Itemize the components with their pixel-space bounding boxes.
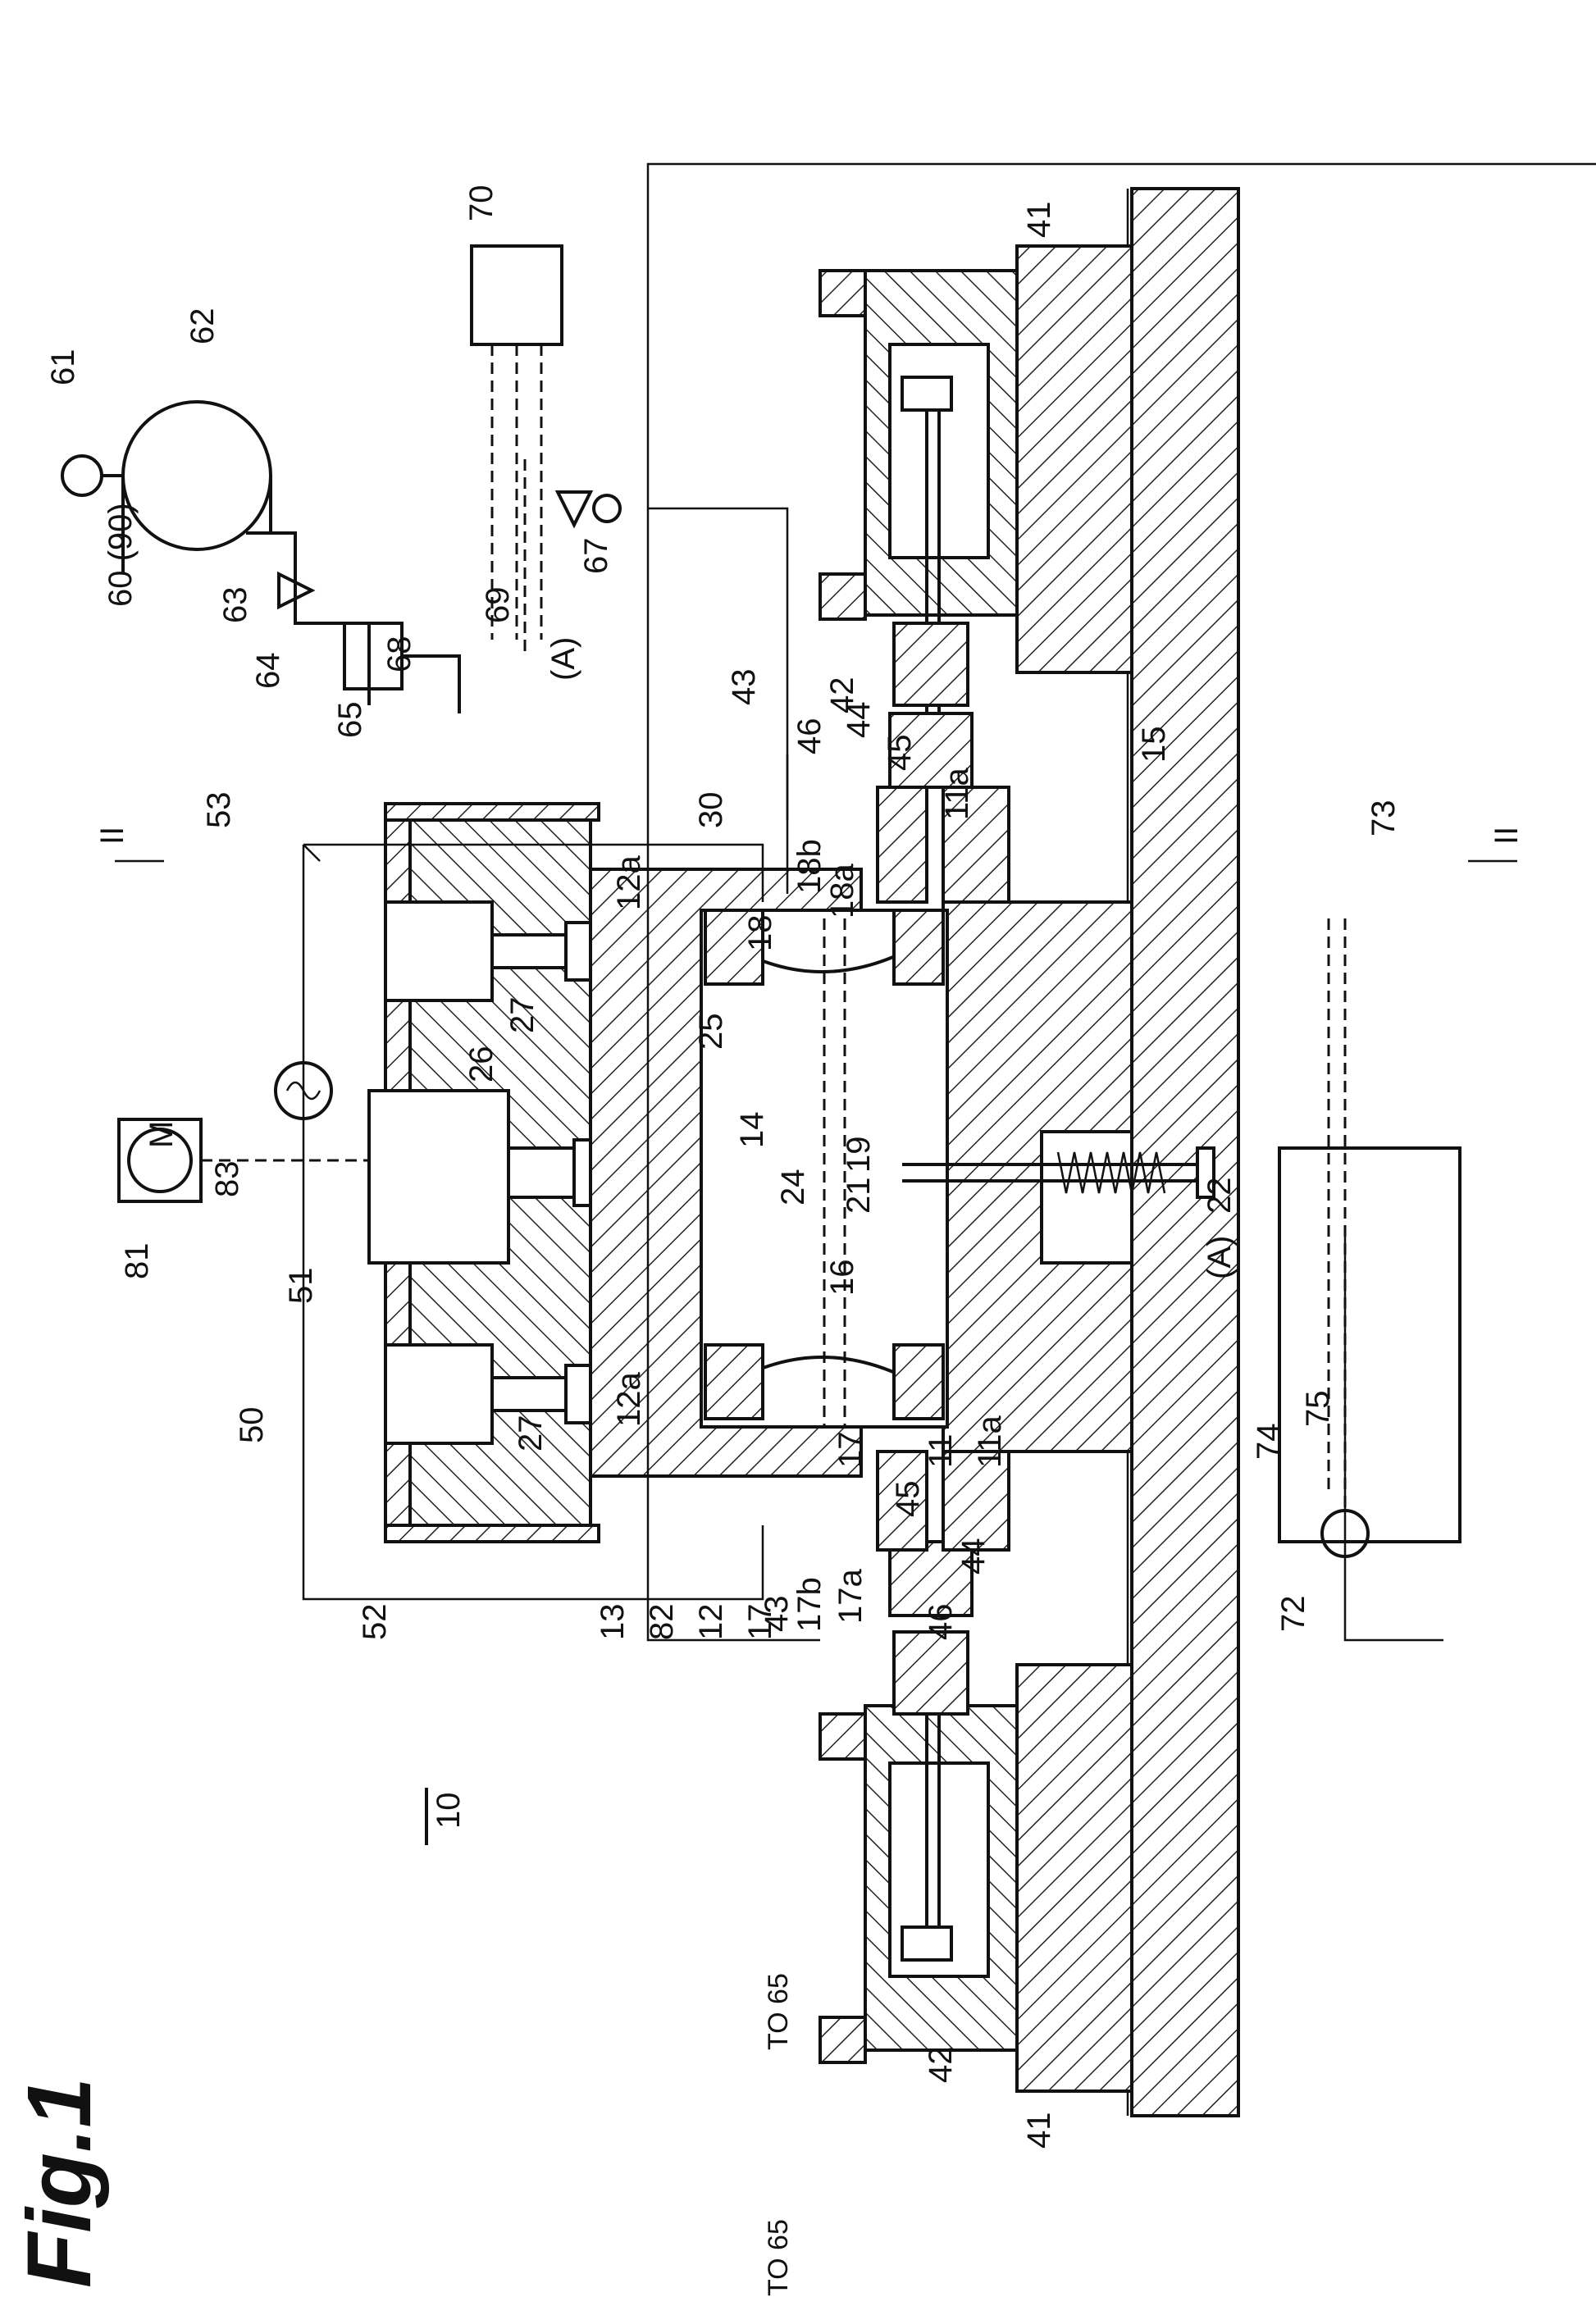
label-62: 62	[185, 308, 221, 345]
label-42-1: 42	[824, 677, 860, 714]
label-70: 70	[463, 185, 499, 222]
label-75: 75	[1300, 1391, 1336, 1428]
label-12: 12	[693, 1604, 729, 1641]
upper-cylinder-assembly	[820, 246, 1132, 713]
label-63: 63	[217, 587, 253, 624]
label-43-1: 43	[726, 669, 762, 706]
label-13: 13	[595, 1604, 631, 1641]
label-24: 24	[775, 1169, 811, 1206]
label-61: 61	[45, 349, 81, 386]
label-12a-2: 12a	[611, 1372, 647, 1427]
lower-die-11	[943, 902, 1132, 1452]
label-74: 74	[1251, 1424, 1287, 1461]
label-67: 67	[578, 538, 614, 575]
label-II-1: II	[94, 827, 130, 845]
label-52: 52	[357, 1604, 393, 1641]
label-46-2: 46	[923, 1604, 959, 1641]
label-to65-2: TO 65	[763, 2219, 794, 2296]
label-64: 64	[250, 653, 286, 690]
label-11a-1: 11a	[939, 767, 975, 820]
label-25: 25	[693, 1014, 729, 1050]
motor-label: M	[144, 1121, 180, 1148]
label-10: 10	[431, 1793, 467, 1830]
lower-cylinder-assembly	[820, 1632, 1132, 2091]
label-11a-2: 11a	[972, 1415, 1008, 1468]
base-plate-15	[1128, 189, 1238, 2116]
label-82: 82	[644, 1604, 680, 1641]
figure-title: Fig.1	[9, 2077, 110, 2288]
label-22: 22	[1202, 1178, 1238, 1215]
label-53: 53	[201, 792, 237, 829]
label-83: 83	[209, 1161, 245, 1198]
label-14: 14	[734, 1112, 770, 1149]
label-44-2: 44	[955, 1538, 992, 1575]
label-12a-1: 12a	[611, 855, 647, 910]
label-60: 60 (90)	[103, 503, 139, 607]
label-A-1: (A)	[545, 637, 581, 681]
label-21: 21	[841, 1178, 877, 1215]
label-42-2: 42	[923, 2047, 959, 2084]
label-27a: 27	[504, 997, 540, 1034]
label-II-2: II	[1489, 827, 1525, 845]
label-19: 19	[841, 1137, 877, 1174]
label-43-2: 43	[759, 1596, 795, 1633]
label-73: 73	[1366, 800, 1402, 837]
label-to65-1: TO 65	[763, 1973, 794, 2050]
label-15: 15	[1136, 727, 1172, 763]
label-68: 68	[381, 636, 417, 673]
label-81: 81	[119, 1243, 155, 1280]
label-18: 18	[742, 915, 778, 952]
label-51: 51	[283, 1268, 319, 1305]
cooling-system-72	[1279, 918, 1460, 1640]
label-17b: 17b	[791, 1577, 828, 1632]
label-69: 69	[480, 587, 516, 624]
label-50: 50	[234, 1407, 270, 1444]
label-A-2: (A)	[1202, 1236, 1238, 1279]
label-17a: 17a	[832, 1569, 869, 1624]
label-65: 65	[332, 702, 368, 739]
label-18a: 18a	[824, 864, 860, 918]
label-45-1: 45	[882, 735, 918, 772]
label-30: 30	[693, 792, 729, 829]
label-26: 26	[463, 1046, 499, 1083]
label-41-2: 41	[1021, 2112, 1057, 2149]
label-17-2: 17	[832, 1432, 869, 1469]
label-45-2: 45	[890, 1481, 926, 1518]
label-18b: 18b	[791, 839, 828, 894]
label-46-1: 46	[791, 718, 828, 755]
label-11: 11	[923, 1433, 959, 1468]
label-16: 16	[824, 1260, 860, 1297]
label-27b: 27	[513, 1415, 549, 1452]
label-72: 72	[1275, 1596, 1311, 1633]
label-41-1: 41	[1021, 202, 1057, 239]
